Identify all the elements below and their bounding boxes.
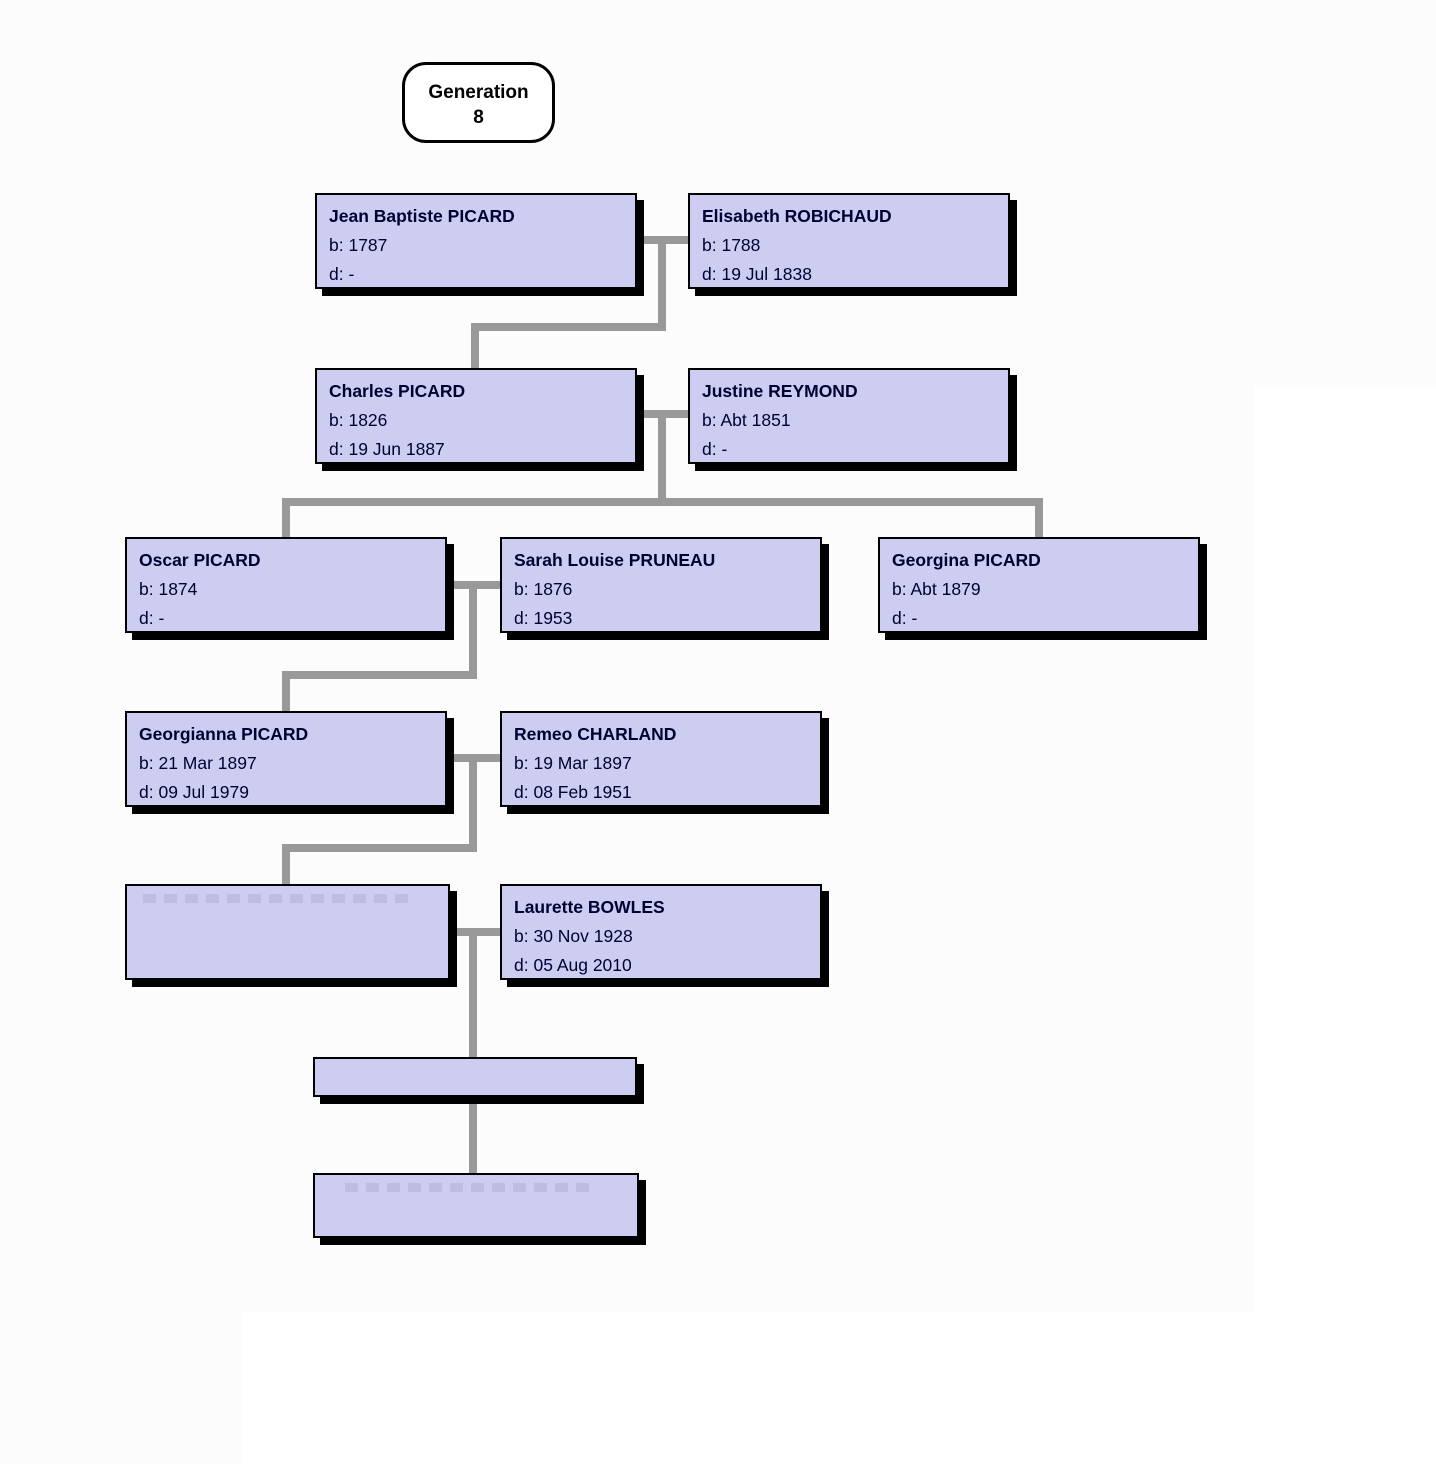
descent-line: [282, 844, 477, 852]
birth-line: b: 21 Mar 1897: [139, 753, 257, 773]
birth-line: b: Abt 1879: [892, 579, 981, 599]
person-box-redacted-grandchild[interactable]: [313, 1173, 639, 1238]
descent-line: [282, 671, 477, 679]
death-line: d: -: [329, 264, 355, 284]
person-box-charles-picard[interactable]: Charles PICARD b: 1826 d: 19 Jun 1887: [315, 368, 637, 464]
marriage-line-picard-charland: [447, 754, 500, 762]
descent-line: [471, 323, 666, 331]
birth-line: b: 30 Nov 1928: [514, 926, 633, 946]
generation-badge-line1: Generation: [428, 82, 529, 103]
person-name: Sarah Louise PRUNEAU: [514, 550, 716, 570]
redacted-text-ghost: [143, 894, 413, 903]
descent-line: [469, 1095, 477, 1173]
person-box-remeo-charland[interactable]: Remeo CHARLAND b: 19 Mar 1897 d: 08 Feb …: [500, 711, 822, 807]
descent-line: [471, 331, 479, 368]
death-line: d: 08 Feb 1951: [514, 782, 632, 802]
birth-line: b: 1787: [329, 235, 388, 255]
death-line: d: 09 Jul 1979: [139, 782, 249, 802]
person-name: Jean Baptiste PICARD: [329, 206, 515, 226]
descent-line: [469, 762, 477, 852]
death-line: d: -: [702, 439, 728, 459]
marriage-line-picard-pruneau: [447, 581, 500, 589]
person-name: Charles PICARD: [329, 381, 466, 401]
death-line: d: -: [139, 608, 165, 628]
death-line: d: 05 Aug 2010: [514, 955, 632, 975]
person-box-redacted-spouse[interactable]: [125, 884, 450, 980]
person-box-georgina-picard[interactable]: Georgina PICARD b: Abt 1879 d: -: [878, 537, 1200, 633]
death-line: d: -: [892, 608, 918, 628]
birth-line: b: 1874: [139, 579, 198, 599]
descent-line: [282, 506, 290, 537]
person-box-georgianna-picard[interactable]: Georgianna PICARD b: 21 Mar 1897 d: 09 J…: [125, 711, 447, 807]
birth-line: b: 1876: [514, 579, 573, 599]
descent-line: [282, 852, 290, 884]
descent-line: [282, 498, 1043, 506]
birth-line: b: 1826: [329, 410, 388, 430]
generation-badge-line2: 8: [473, 107, 484, 128]
descent-line: [469, 936, 477, 1057]
person-box-oscar-picard[interactable]: Oscar PICARD b: 1874 d: -: [125, 537, 447, 633]
marriage-line-picard-reymond: [637, 410, 688, 418]
redacted-text-ghost: [345, 1183, 590, 1192]
marriage-line-picard-robichaud: [637, 236, 688, 244]
person-name: Laurette BOWLES: [514, 897, 665, 917]
person-box-laurette-bowles[interactable]: Laurette BOWLES b: 30 Nov 1928 d: 05 Aug…: [500, 884, 822, 980]
person-name: Justine REYMOND: [702, 381, 858, 401]
person-name: Remeo CHARLAND: [514, 724, 677, 744]
birth-line: b: 1788: [702, 235, 761, 255]
generation-badge: Generation 8: [402, 62, 555, 143]
person-box-jean-baptiste-picard[interactable]: Jean Baptiste PICARD b: 1787 d: -: [315, 193, 637, 289]
person-name: Elisabeth ROBICHAUD: [702, 206, 892, 226]
death-line: d: 1953: [514, 608, 573, 628]
descent-line: [469, 589, 477, 679]
descent-line: [658, 418, 666, 506]
person-box-sarah-louise-pruneau[interactable]: Sarah Louise PRUNEAU b: 1876 d: 1953: [500, 537, 822, 633]
death-line: d: 19 Jun 1887: [329, 439, 445, 459]
person-name: Georgina PICARD: [892, 550, 1041, 570]
death-line: d: 19 Jul 1838: [702, 264, 812, 284]
descent-line: [658, 244, 666, 331]
person-name: Georgianna PICARD: [139, 724, 309, 744]
person-name: Oscar PICARD: [139, 550, 261, 570]
person-box-justine-reymond[interactable]: Justine REYMOND b: Abt 1851 d: -: [688, 368, 1010, 464]
descent-line: [282, 679, 290, 711]
person-box-redacted-child[interactable]: [313, 1057, 637, 1097]
birth-line: b: Abt 1851: [702, 410, 791, 430]
person-box-elisabeth-robichaud[interactable]: Elisabeth ROBICHAUD b: 1788 d: 19 Jul 18…: [688, 193, 1010, 289]
birth-line: b: 19 Mar 1897: [514, 753, 632, 773]
marriage-line-redacted-bowles: [450, 928, 500, 936]
descent-line: [1035, 506, 1043, 537]
